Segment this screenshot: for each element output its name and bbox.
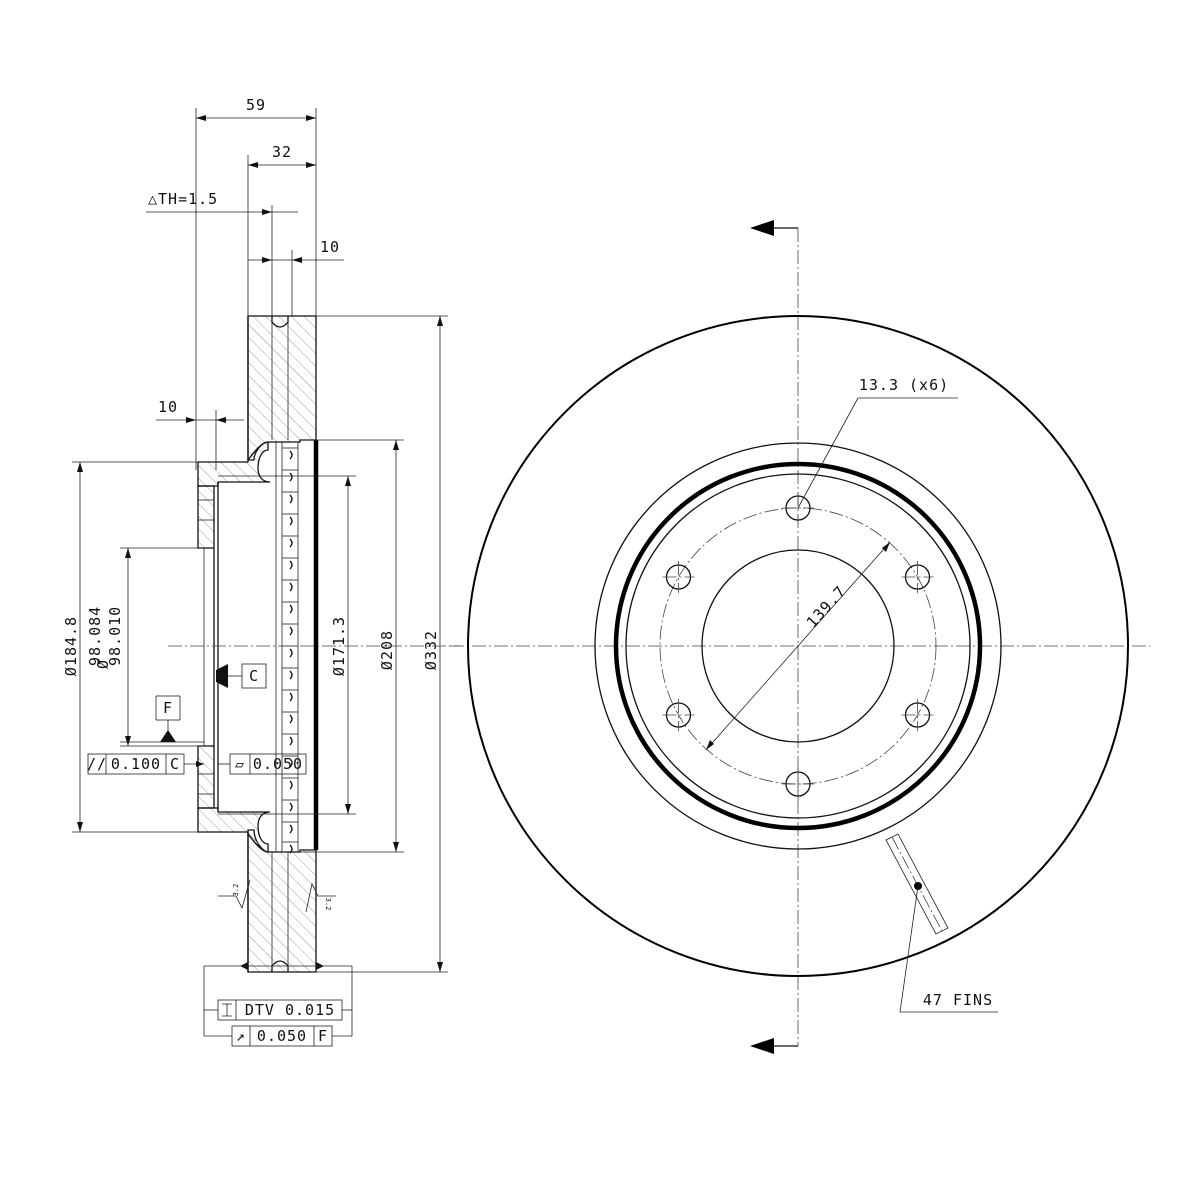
bolt-hole-callout: 13.3 (x6) (797, 376, 958, 509)
vane-fin (289, 626, 293, 636)
roughness-right: 3.2 (305, 882, 336, 913)
datum-c-label: C (249, 667, 259, 685)
fins-label: 47 FINS (923, 991, 993, 1009)
pcd-label: 139.7 (803, 582, 850, 631)
parallelism-datum: C (170, 755, 180, 773)
thickness-variation-dim: △TH=1.5 (148, 190, 218, 208)
hat-outer-edge (613, 461, 983, 831)
vane-fin (289, 472, 293, 482)
vane-fin (289, 670, 293, 680)
datum-f: F (120, 695, 204, 743)
friction-inner-diameter-dim: Ø208 (378, 630, 396, 670)
bolt-hole-label: 13.3 (x6) (859, 376, 949, 394)
parallelism-symbol: // (87, 755, 107, 773)
hat-diameter-dim: Ø184.8 (62, 616, 80, 676)
datum-f-label: F (163, 699, 173, 717)
vane-fin (289, 714, 293, 724)
top-dimensions: 59 32 △TH=1.5 10 10 (146, 96, 344, 470)
vane-fin (289, 802, 293, 812)
roughness-left: 3.2 (218, 879, 251, 910)
pilot-diameter-max: 98.084 (86, 606, 104, 666)
vane-region (247, 316, 319, 972)
flatness-value: 0.050 (253, 755, 303, 773)
vane-fin (289, 450, 293, 460)
dtv-value: DTV 0.015 (245, 1001, 335, 1019)
fin-indicator: 47 FINS (885, 833, 998, 1013)
vane-fin (289, 560, 293, 570)
runout-value: 0.050 (257, 1027, 307, 1045)
vane-fin (289, 538, 293, 548)
pilot-diameter-symbol: Ø (94, 659, 112, 669)
outer-edge (467, 315, 1129, 977)
section-cut-bottom (750, 1038, 798, 1054)
vane-fin (289, 692, 293, 702)
friction-ring-top (247, 315, 317, 461)
vane-fin (289, 516, 293, 526)
vane-fin (289, 824, 293, 834)
hat-wall (625, 473, 971, 819)
flatness-symbol: ▱ (235, 755, 245, 773)
bolt-holes (662, 492, 934, 800)
roughness-right-value: 3.2 (324, 898, 332, 911)
vane-fin (289, 494, 293, 504)
rotor-thickness-dim: 10 (320, 238, 340, 256)
vane-fin (289, 780, 293, 790)
vane-fin (289, 582, 293, 592)
vane-fin (289, 648, 293, 658)
vane-fin (289, 736, 293, 746)
datum-c: C (216, 663, 267, 689)
section-view: 59 32 △TH=1.5 10 10 Ø332 (62, 96, 460, 1047)
parallelism-frame: // 0.100 C (87, 753, 204, 775)
hat-bottom (197, 745, 271, 853)
flatness-frame: ▱ 0.050 (218, 753, 307, 775)
vane-fin (289, 844, 293, 854)
bottom-gdt: DTV 0.015 ↗ 0.050 F (203, 962, 353, 1047)
vane-fin (289, 758, 293, 768)
vane-fin (289, 604, 293, 614)
outer-diameter-dim: Ø332 (422, 630, 440, 670)
hat-offset-dim: 32 (272, 143, 292, 161)
center-bore (701, 549, 895, 743)
overall-width-dim: 59 (246, 96, 266, 114)
friction-inner-edge (594, 442, 1002, 850)
left-dimensions: Ø184.8 Ø 98.084 98.010 (62, 461, 204, 833)
front-view: 13.3 (x6) 139.7 47 FINS (450, 220, 1150, 1054)
runout-symbol: ↗ (236, 1027, 246, 1045)
roughness-left-value: 3.2 (232, 884, 240, 897)
section-cut-top (750, 220, 798, 236)
hat-flange-dim: 10 (158, 398, 178, 416)
runout-datum: F (318, 1027, 328, 1045)
pilot-diameter-min: 98.010 (106, 606, 124, 666)
parallelism-value: 0.100 (111, 755, 161, 773)
